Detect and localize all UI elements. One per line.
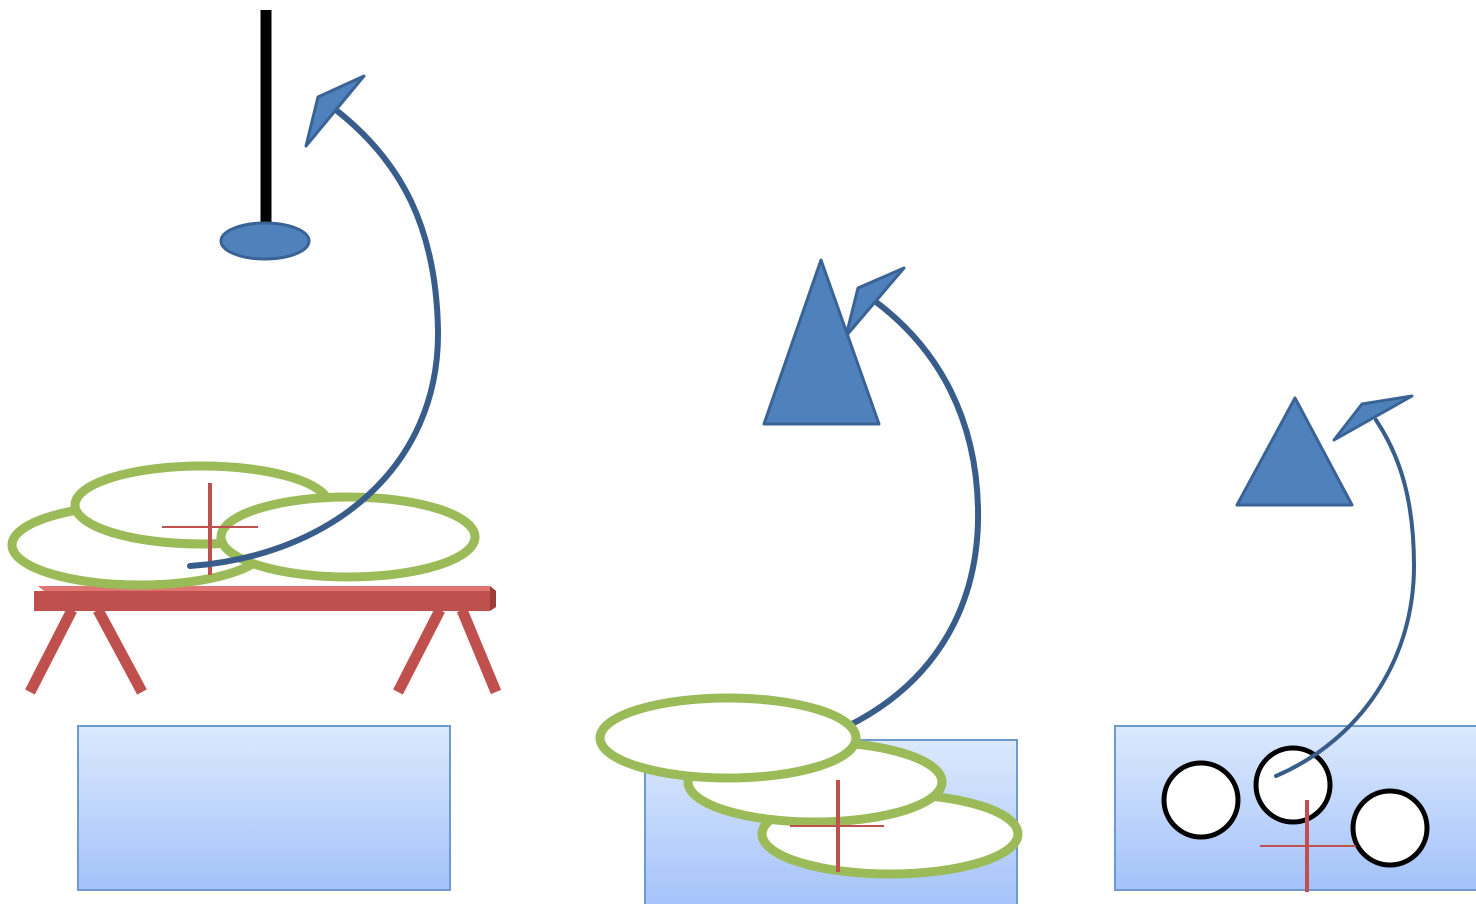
arrow-shaft: [845, 299, 982, 729]
curved-arrow-up: [844, 266, 982, 729]
bench-leg: [25, 607, 77, 695]
black-circle: [1253, 745, 1333, 825]
bench-leg: [393, 607, 445, 695]
black-circle: [1350, 788, 1430, 868]
blue-triangle-tool: [1235, 396, 1354, 507]
bench: [25, 586, 502, 695]
disc: [219, 221, 311, 261]
bench-plank: [34, 591, 490, 611]
panel-3: [1114, 394, 1476, 892]
bench-side-face: [490, 586, 496, 611]
bench-leg: [456, 607, 502, 695]
target-box: [77, 725, 451, 891]
curved-arrow-up: [1274, 394, 1417, 778]
red-cross: [790, 780, 884, 872]
arrow-head: [844, 266, 906, 338]
arrow-head: [1332, 394, 1414, 442]
arrow-shaft: [1274, 418, 1417, 778]
black-circle: [1161, 760, 1241, 840]
bench-leg: [93, 607, 147, 695]
arrow-head: [304, 74, 366, 148]
red-cross: [162, 483, 258, 575]
green-ellipse: [216, 492, 480, 582]
green-ellipse: [595, 693, 861, 783]
curved-arrow-up: [187, 74, 442, 569]
arrow-shaft: [187, 107, 442, 569]
panel-2: [595, 258, 1023, 904]
pole-with-disc-tool: [219, 10, 311, 261]
panel-1: [7, 10, 502, 891]
blue-triangle-tool: [762, 258, 881, 426]
red-cross: [1260, 800, 1356, 892]
